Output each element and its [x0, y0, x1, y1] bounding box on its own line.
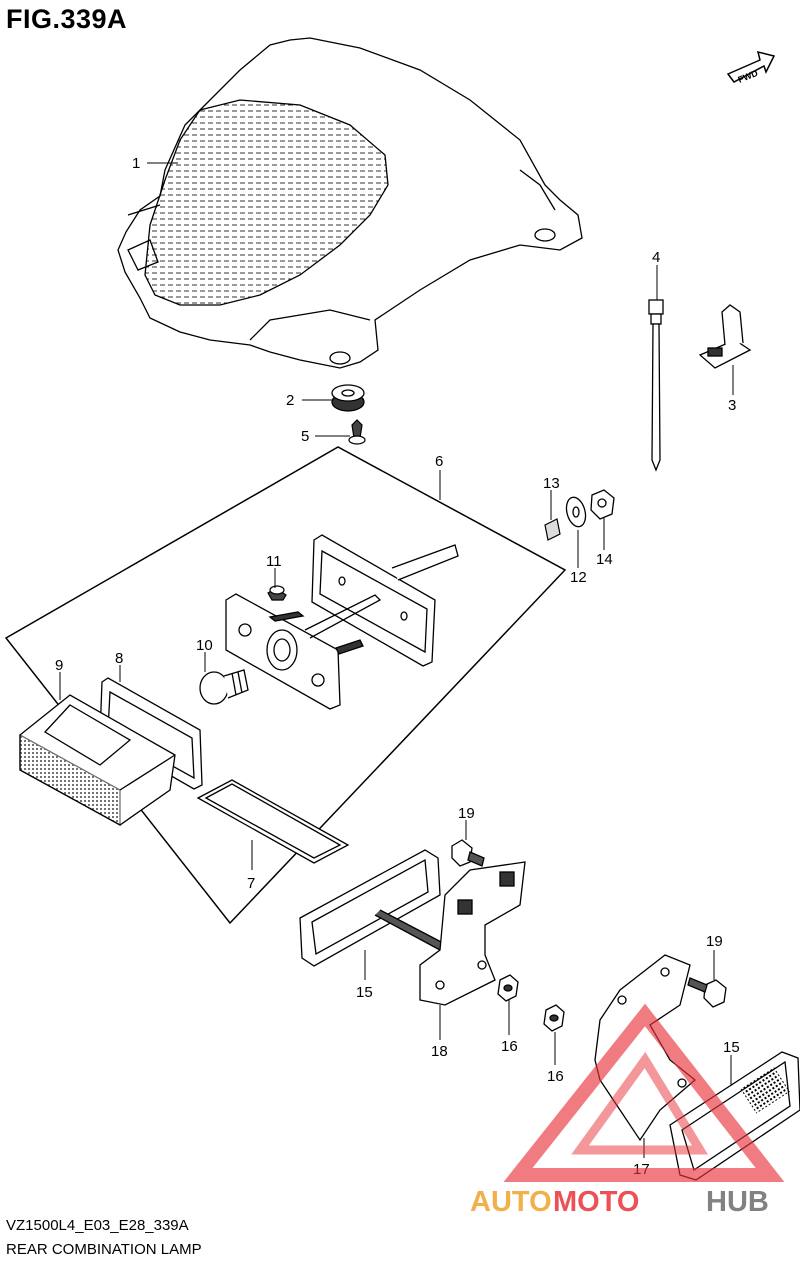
callout-19-upper: 19	[458, 805, 475, 822]
callout-16-left: 16	[501, 1038, 518, 1055]
screw	[348, 419, 366, 445]
reflector-left	[299, 849, 447, 967]
fwd-arrow-icon: FWD	[726, 50, 776, 85]
figure-title: FIG.339A	[6, 4, 128, 34]
callout-labels: 1 2 3 4 5 6 7 8 9 10 11 12 13 14 15 15 1…	[55, 155, 740, 1178]
nut	[590, 489, 615, 520]
callout-15-right: 15	[723, 1039, 740, 1056]
callout-18: 18	[431, 1043, 448, 1060]
model-code: VZ1500L4_E03_E28_339A	[6, 1217, 189, 1234]
socket-plate	[225, 593, 382, 710]
automotohub-watermark: AUTO MOTO HUB	[470, 1003, 785, 1218]
bulb	[199, 669, 249, 705]
callout-19-right: 19	[706, 933, 723, 950]
callout-12: 12	[570, 569, 587, 586]
watermark-auto: AUTO	[470, 1186, 552, 1218]
grommet	[331, 384, 365, 412]
spacer	[544, 518, 561, 541]
clip-bracket	[698, 304, 752, 369]
callout-3: 3	[728, 397, 736, 414]
bolt-upper	[451, 839, 485, 867]
lamp-plate	[196, 779, 350, 864]
watermark-hub: HUB	[706, 1186, 769, 1218]
callout-2: 2	[286, 392, 294, 409]
cable-tie	[648, 299, 664, 472]
callout-10: 10	[196, 637, 213, 654]
assembly-name: REAR COMBINATION LAMP	[6, 1241, 202, 1258]
callout-11: 11	[266, 553, 282, 570]
callout-7: 7	[247, 875, 255, 892]
assembly-outline	[4, 446, 567, 925]
callout-13: 13	[543, 475, 560, 492]
callout-6: 6	[435, 453, 443, 470]
nut-right	[543, 1004, 565, 1032]
lamp-gasket-frame	[311, 534, 459, 667]
callout-16-right: 16	[547, 1068, 564, 1085]
watermark-moto: MOTO	[553, 1186, 639, 1218]
tail-lamp-housing	[117, 37, 583, 369]
callout-4: 4	[652, 249, 660, 266]
callout-8: 8	[115, 650, 123, 667]
lamp-lens	[19, 694, 176, 827]
nut-left	[497, 974, 519, 1002]
callout-14: 14	[596, 551, 613, 568]
callout-15-left: 15	[356, 984, 373, 1001]
callout-9: 9	[55, 657, 63, 674]
bracket-left	[419, 861, 526, 1006]
callout-5: 5	[301, 428, 309, 445]
leader-lines	[59, 162, 734, 1158]
washer	[565, 496, 587, 528]
callout-1: 1	[132, 155, 140, 172]
bolt-right	[687, 977, 727, 1008]
screw-small	[267, 585, 287, 601]
